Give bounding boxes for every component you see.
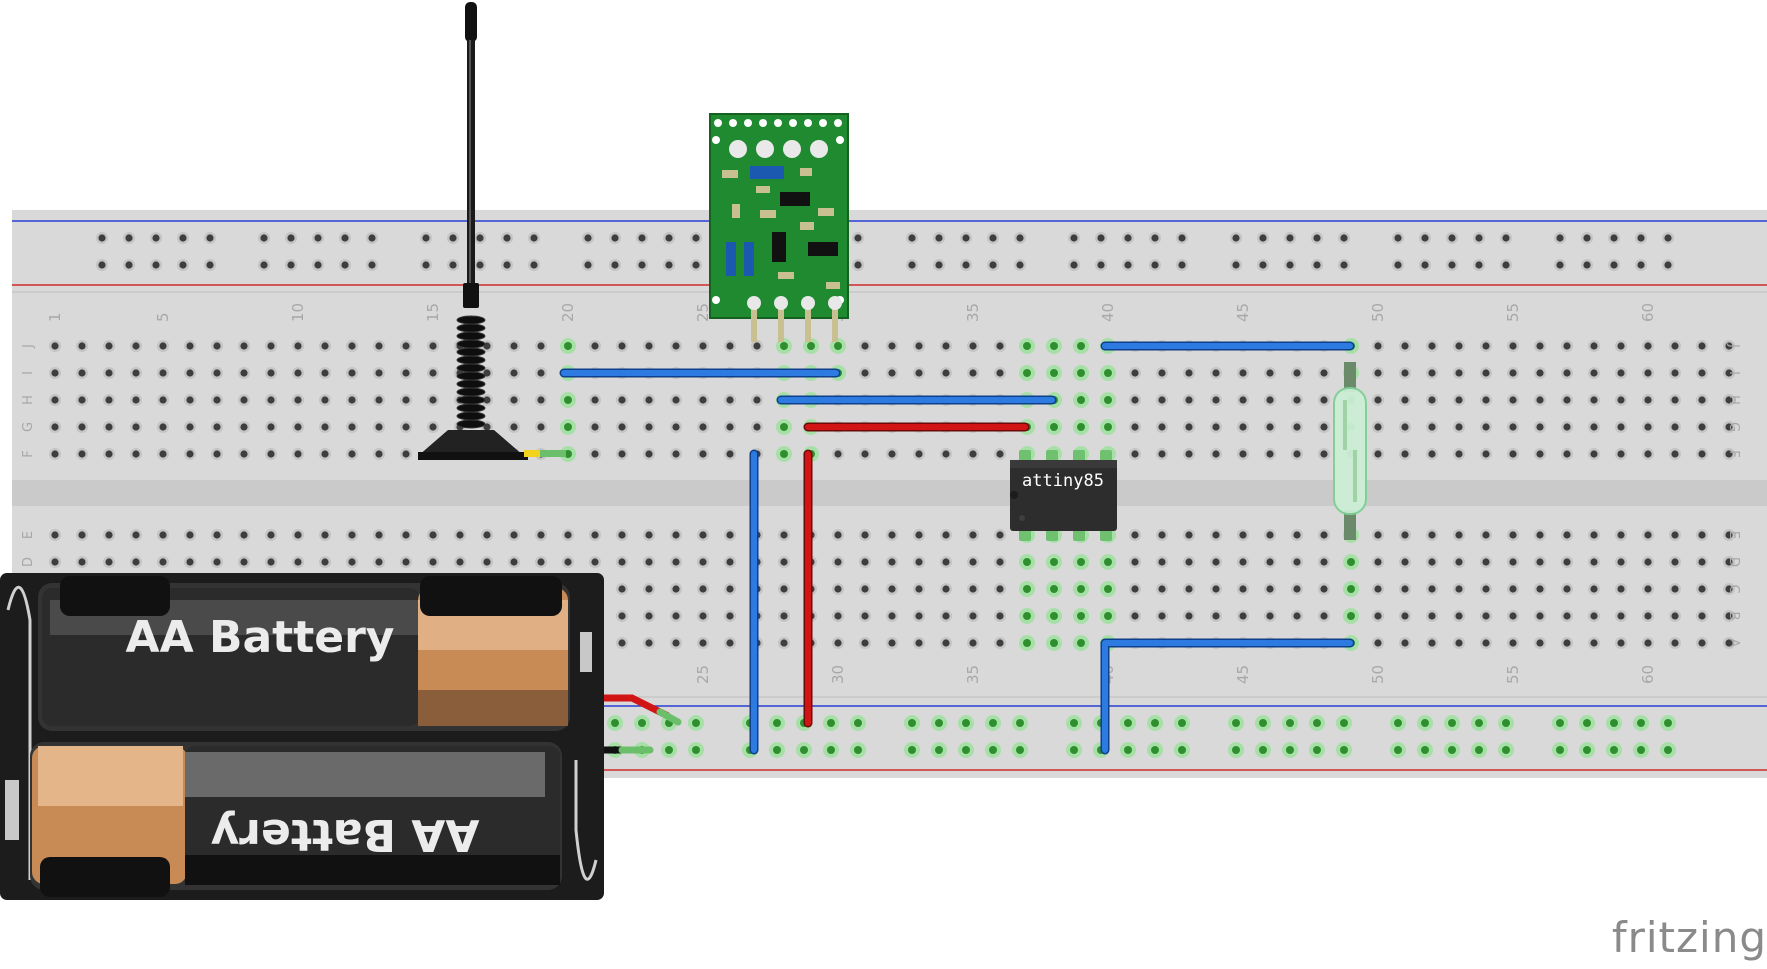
row-label: B <box>1726 612 1741 621</box>
column-label: 55 <box>1504 303 1522 322</box>
chip-label: attiny85 <box>1022 471 1104 491</box>
column-label: 40 <box>1099 303 1117 322</box>
battery-cell-bottom: AA Battery <box>30 742 562 897</box>
wire-blue-a40-a49-rail[interactable] <box>1100 638 1355 755</box>
reed-switch-icon[interactable] <box>1333 362 1367 540</box>
battery-cell-top: AA Battery <box>38 576 570 731</box>
row-label: H <box>1726 395 1741 405</box>
column-label: 5 <box>154 312 172 322</box>
row-label: G <box>21 422 36 432</box>
column-label: 1 <box>46 312 64 322</box>
column-label: 25 <box>694 665 712 684</box>
row-label: H <box>21 395 36 405</box>
column-label: 45 <box>1234 303 1252 322</box>
row-label: D <box>1726 557 1741 567</box>
column-label: 60 <box>1639 665 1657 684</box>
antenna-icon[interactable] <box>418 2 566 460</box>
pcb-vias <box>712 119 844 304</box>
row-label: A <box>1726 639 1741 648</box>
row-label: D <box>21 557 36 567</box>
row-label: J <box>1726 343 1741 348</box>
row-label: I <box>1726 371 1741 375</box>
wires <box>559 341 1355 755</box>
column-label: 35 <box>964 665 982 684</box>
row-label: E <box>21 531 36 539</box>
row-label: I <box>21 371 36 375</box>
column-label: 45 <box>1234 665 1252 684</box>
row-label: E <box>1726 531 1741 539</box>
column-label: 55 <box>1504 665 1522 684</box>
row-label: F <box>21 450 36 457</box>
row-label: J <box>21 344 36 349</box>
antenna-spring <box>456 315 486 429</box>
column-label: 20 <box>559 303 577 322</box>
column-label: 30 <box>829 665 847 684</box>
rf-module-icon[interactable] <box>709 113 849 342</box>
column-label: 50 <box>1369 303 1387 322</box>
column-label: 50 <box>1369 665 1387 684</box>
column-label: 60 <box>1639 303 1657 322</box>
fritzing-brand: fritzing <box>1611 913 1767 962</box>
battery-label-top: AA Battery <box>126 612 395 663</box>
row-label: C <box>1726 584 1741 593</box>
column-label: 25 <box>694 303 712 322</box>
column-label: 35 <box>964 303 982 322</box>
column-label: 15 <box>424 303 442 322</box>
battery-pack: AA Battery AA Battery <box>0 573 682 900</box>
battery-label-bottom: AA Battery <box>211 809 480 860</box>
column-label: 10 <box>289 303 307 322</box>
row-label: F <box>1726 450 1741 457</box>
attiny85-chip[interactable]: attiny85 <box>1010 450 1117 541</box>
row-label: G <box>1726 422 1741 432</box>
rf-module-pins <box>747 296 842 342</box>
